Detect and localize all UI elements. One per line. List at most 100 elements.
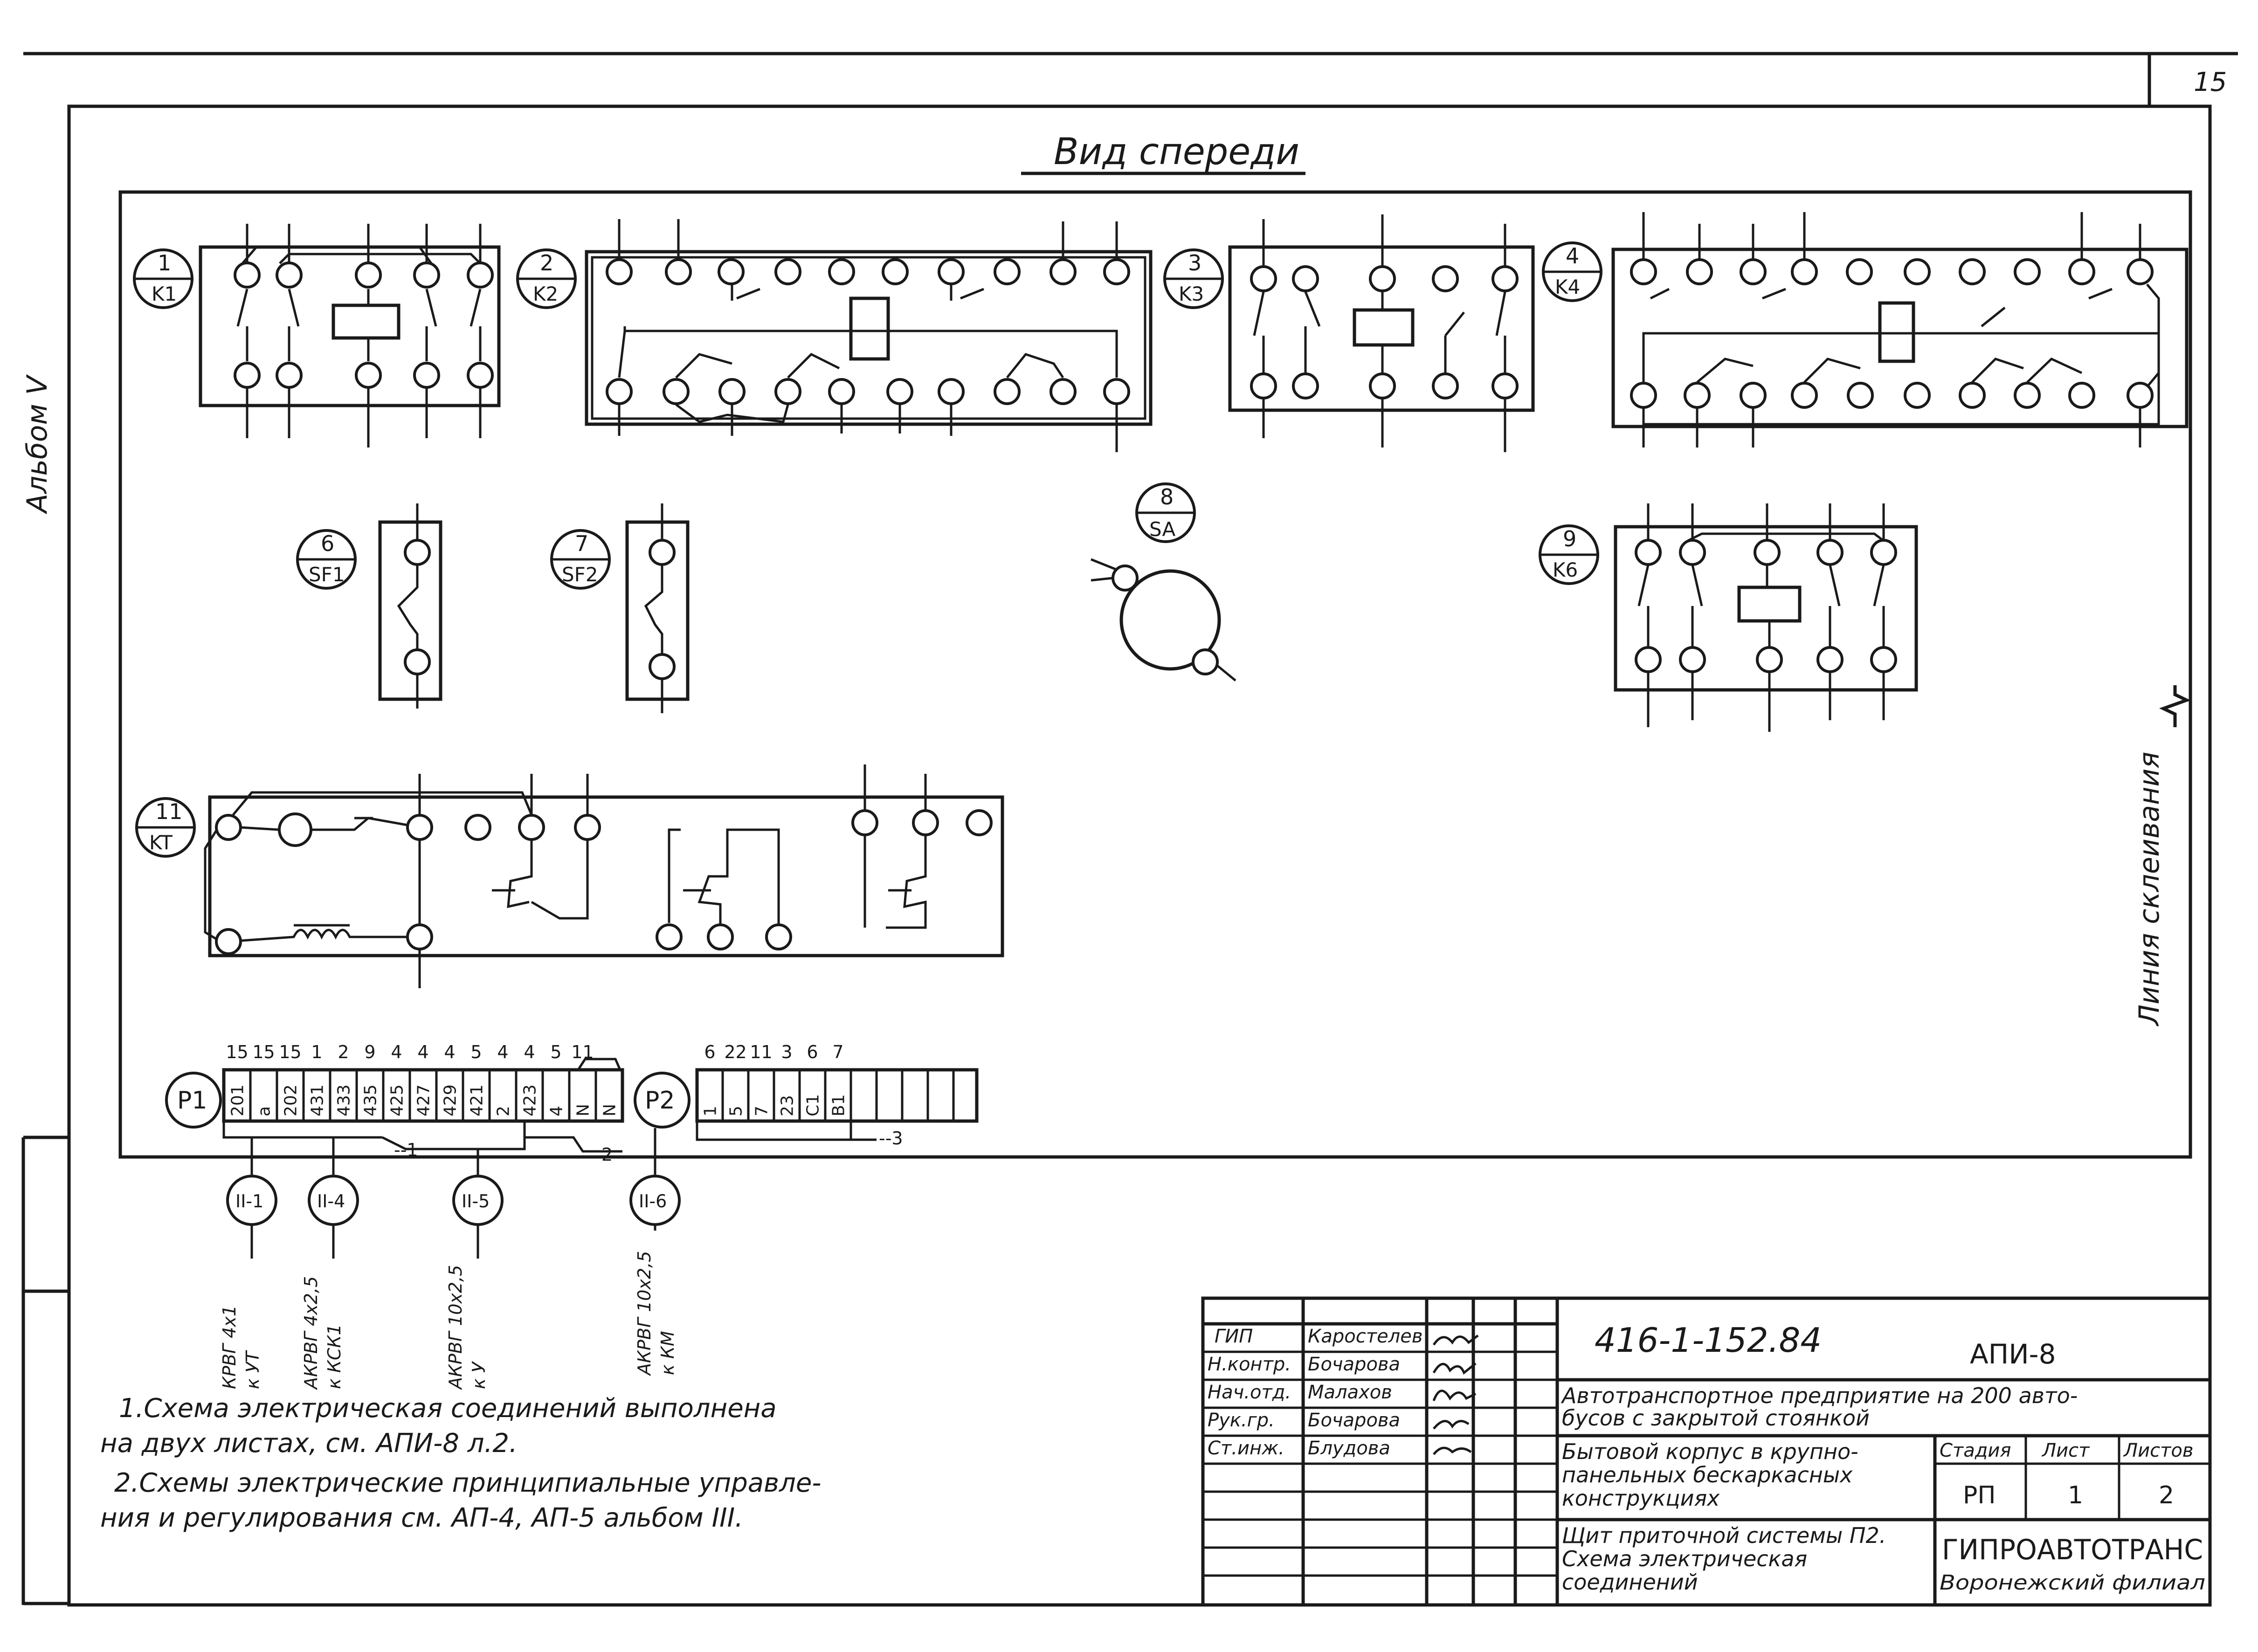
org-branch: Воронежский филиал	[1940, 1571, 2205, 1595]
p1-wire-label: 1	[311, 1042, 322, 1062]
relay-k3: 3 K3	[1163, 214, 1535, 452]
notes: 1.Схема электрическая соединений выполне…	[100, 1393, 822, 1533]
p1-wire-label: 15	[252, 1042, 275, 1062]
device-k2-number: 2	[540, 250, 553, 275]
breaker-sf2: 7 SF2	[550, 503, 690, 713]
doc-code: АПИ-8	[1970, 1338, 2056, 1370]
sheet-frame	[21, 52, 2238, 1607]
p2-wire-label: 22	[724, 1042, 746, 1062]
p2-cell-label: 1	[701, 1106, 720, 1116]
p1-cell-label: 427	[414, 1084, 434, 1116]
svg-text:2: 2	[601, 1144, 613, 1165]
device-k3-code: K3	[1179, 282, 1204, 305]
note-1-line-1: 1.Схема электрическая соединений выполне…	[119, 1393, 777, 1424]
album-label: Альбом V	[21, 374, 54, 515]
drawing-line-3: соединений	[1562, 1569, 1698, 1595]
device-k1-number: 1	[158, 250, 171, 275]
p1-wire-label: 11	[571, 1042, 594, 1062]
timer-kt: 11 KT	[135, 764, 1004, 988]
panel-outline	[118, 190, 2192, 1159]
p1-wire-label: 15	[279, 1042, 301, 1062]
org-name: ГИПРОАВТОТРАНС	[1942, 1534, 2203, 1566]
p1-cell-label: 4	[547, 1106, 566, 1116]
p1-wire-label: 4	[391, 1042, 402, 1062]
relay-k6: 9 K6	[1539, 503, 1918, 732]
name-n-kontr: Бочарова	[1308, 1354, 1400, 1375]
p1-cell-label: 423	[521, 1084, 540, 1116]
p2-wire-label: 6	[807, 1042, 818, 1062]
doc-number: 416-1-152.84	[1595, 1321, 1822, 1360]
cable-ii-6-dest: к КМ	[657, 1331, 678, 1375]
p1-cell-label: 431	[308, 1084, 327, 1116]
device-k6-code: K6	[1553, 558, 1578, 581]
note-2-line-1: 2.Схемы электрические принципиальные упр…	[114, 1468, 822, 1498]
name-ruk-gr: Бочарова	[1308, 1410, 1400, 1431]
stage-value: РП	[1963, 1481, 1996, 1509]
p1-cell-label: 433	[335, 1084, 354, 1116]
relay-k4: 4 K4	[1542, 212, 2189, 447]
sheet-header: Лист	[2041, 1440, 2090, 1461]
svg-text:--3: --3	[879, 1128, 903, 1149]
switch-sa: 8 SA	[1091, 482, 1236, 681]
p1-cell-label: 2	[494, 1106, 513, 1116]
device-k1-code: K1	[152, 282, 177, 305]
p2-wire-label: 11	[750, 1042, 772, 1062]
view-title: Вид спереди	[1054, 131, 1299, 173]
cable-ii-6: II-6 АКРВГ 10x2,5 к КМ	[629, 1128, 681, 1377]
terminal-block-p2-label: P2	[645, 1087, 675, 1115]
device-sf2-number: 7	[575, 531, 588, 556]
p1-wire-label: 4	[417, 1042, 428, 1062]
p2-wire-label: 6	[704, 1042, 715, 1062]
building-line-1: Бытовой корпус в крупно-	[1562, 1439, 1858, 1464]
p1-cell-label: 425	[388, 1084, 407, 1116]
cable-ii-5-id: II-5	[462, 1191, 490, 1211]
cable-ii-6-id: II-6	[639, 1191, 667, 1211]
name-st-inzh: Блудова	[1308, 1438, 1390, 1459]
relay-k1: 1 K1	[133, 224, 501, 447]
cable-ii-1-spec: КРВГ 4x1	[219, 1305, 240, 1389]
device-sa-number: 8	[1160, 484, 1174, 509]
p1-wire-label: 4	[497, 1042, 508, 1062]
cable-ii-6-spec: АКРВГ 10x2,5	[634, 1251, 655, 1377]
p1-cell-label: 421	[468, 1084, 487, 1116]
relay-k2: 2 K2	[516, 219, 1153, 452]
breaker-sf1: 6 SF1	[296, 503, 442, 709]
p2-cell-label: 7	[753, 1106, 772, 1116]
role-gip: ГИП	[1215, 1326, 1253, 1347]
device-k3-number: 3	[1188, 250, 1202, 275]
cable-ii-1-dest: к УТ	[242, 1350, 263, 1389]
drawing-line-2: Схема электрическая	[1562, 1546, 1807, 1571]
glue-line-label: Линия склеивания	[2133, 752, 2166, 1026]
device-k4-number: 4	[1566, 243, 1579, 268]
p1-wire-label: 5	[550, 1042, 561, 1062]
p1-wire-label: 5	[470, 1042, 482, 1062]
p1-cell-label: N	[601, 1104, 620, 1116]
device-sf1-number: 6	[321, 531, 334, 556]
cable-ii-4: II-4 АКРВГ 4x2,5 к КСК1	[301, 1137, 359, 1390]
building-line-2: панельных бескаркасных	[1562, 1462, 1853, 1487]
p2-cell-label: 23	[778, 1095, 797, 1116]
device-sf1-code: SF1	[309, 563, 345, 586]
device-k6-number: 9	[1563, 526, 1576, 551]
note-2-line-2: ния и регулирования см. АП-4, АП-5 альбо…	[100, 1503, 743, 1533]
signatures	[1432, 1335, 1479, 1455]
p1-cell-label: N	[574, 1104, 593, 1116]
cable-ii-4-dest: к КСК1	[324, 1324, 345, 1389]
cable-ii-1-id: II-1	[235, 1191, 263, 1211]
cable-ii-5: II-5 АКРВГ 10x2,5 к У	[445, 1149, 504, 1390]
device-kt-code: KT	[149, 831, 173, 854]
title-block: ГИП Каростелев Н.контр. Бочарова Нач.отд…	[1201, 1296, 2212, 1607]
project-line-2: бусов с закрытой стоянкой	[1562, 1405, 1870, 1431]
p1-cell-label: 201	[228, 1084, 248, 1116]
cable-ii-1: II-1 КРВГ 4x1 к УТ	[219, 1137, 277, 1389]
sheets-value: 2	[2159, 1481, 2174, 1509]
device-sf2-code: SF2	[562, 563, 598, 586]
note-1-line-2: на двух листах, см. АПИ-8 л.2.	[100, 1428, 518, 1459]
